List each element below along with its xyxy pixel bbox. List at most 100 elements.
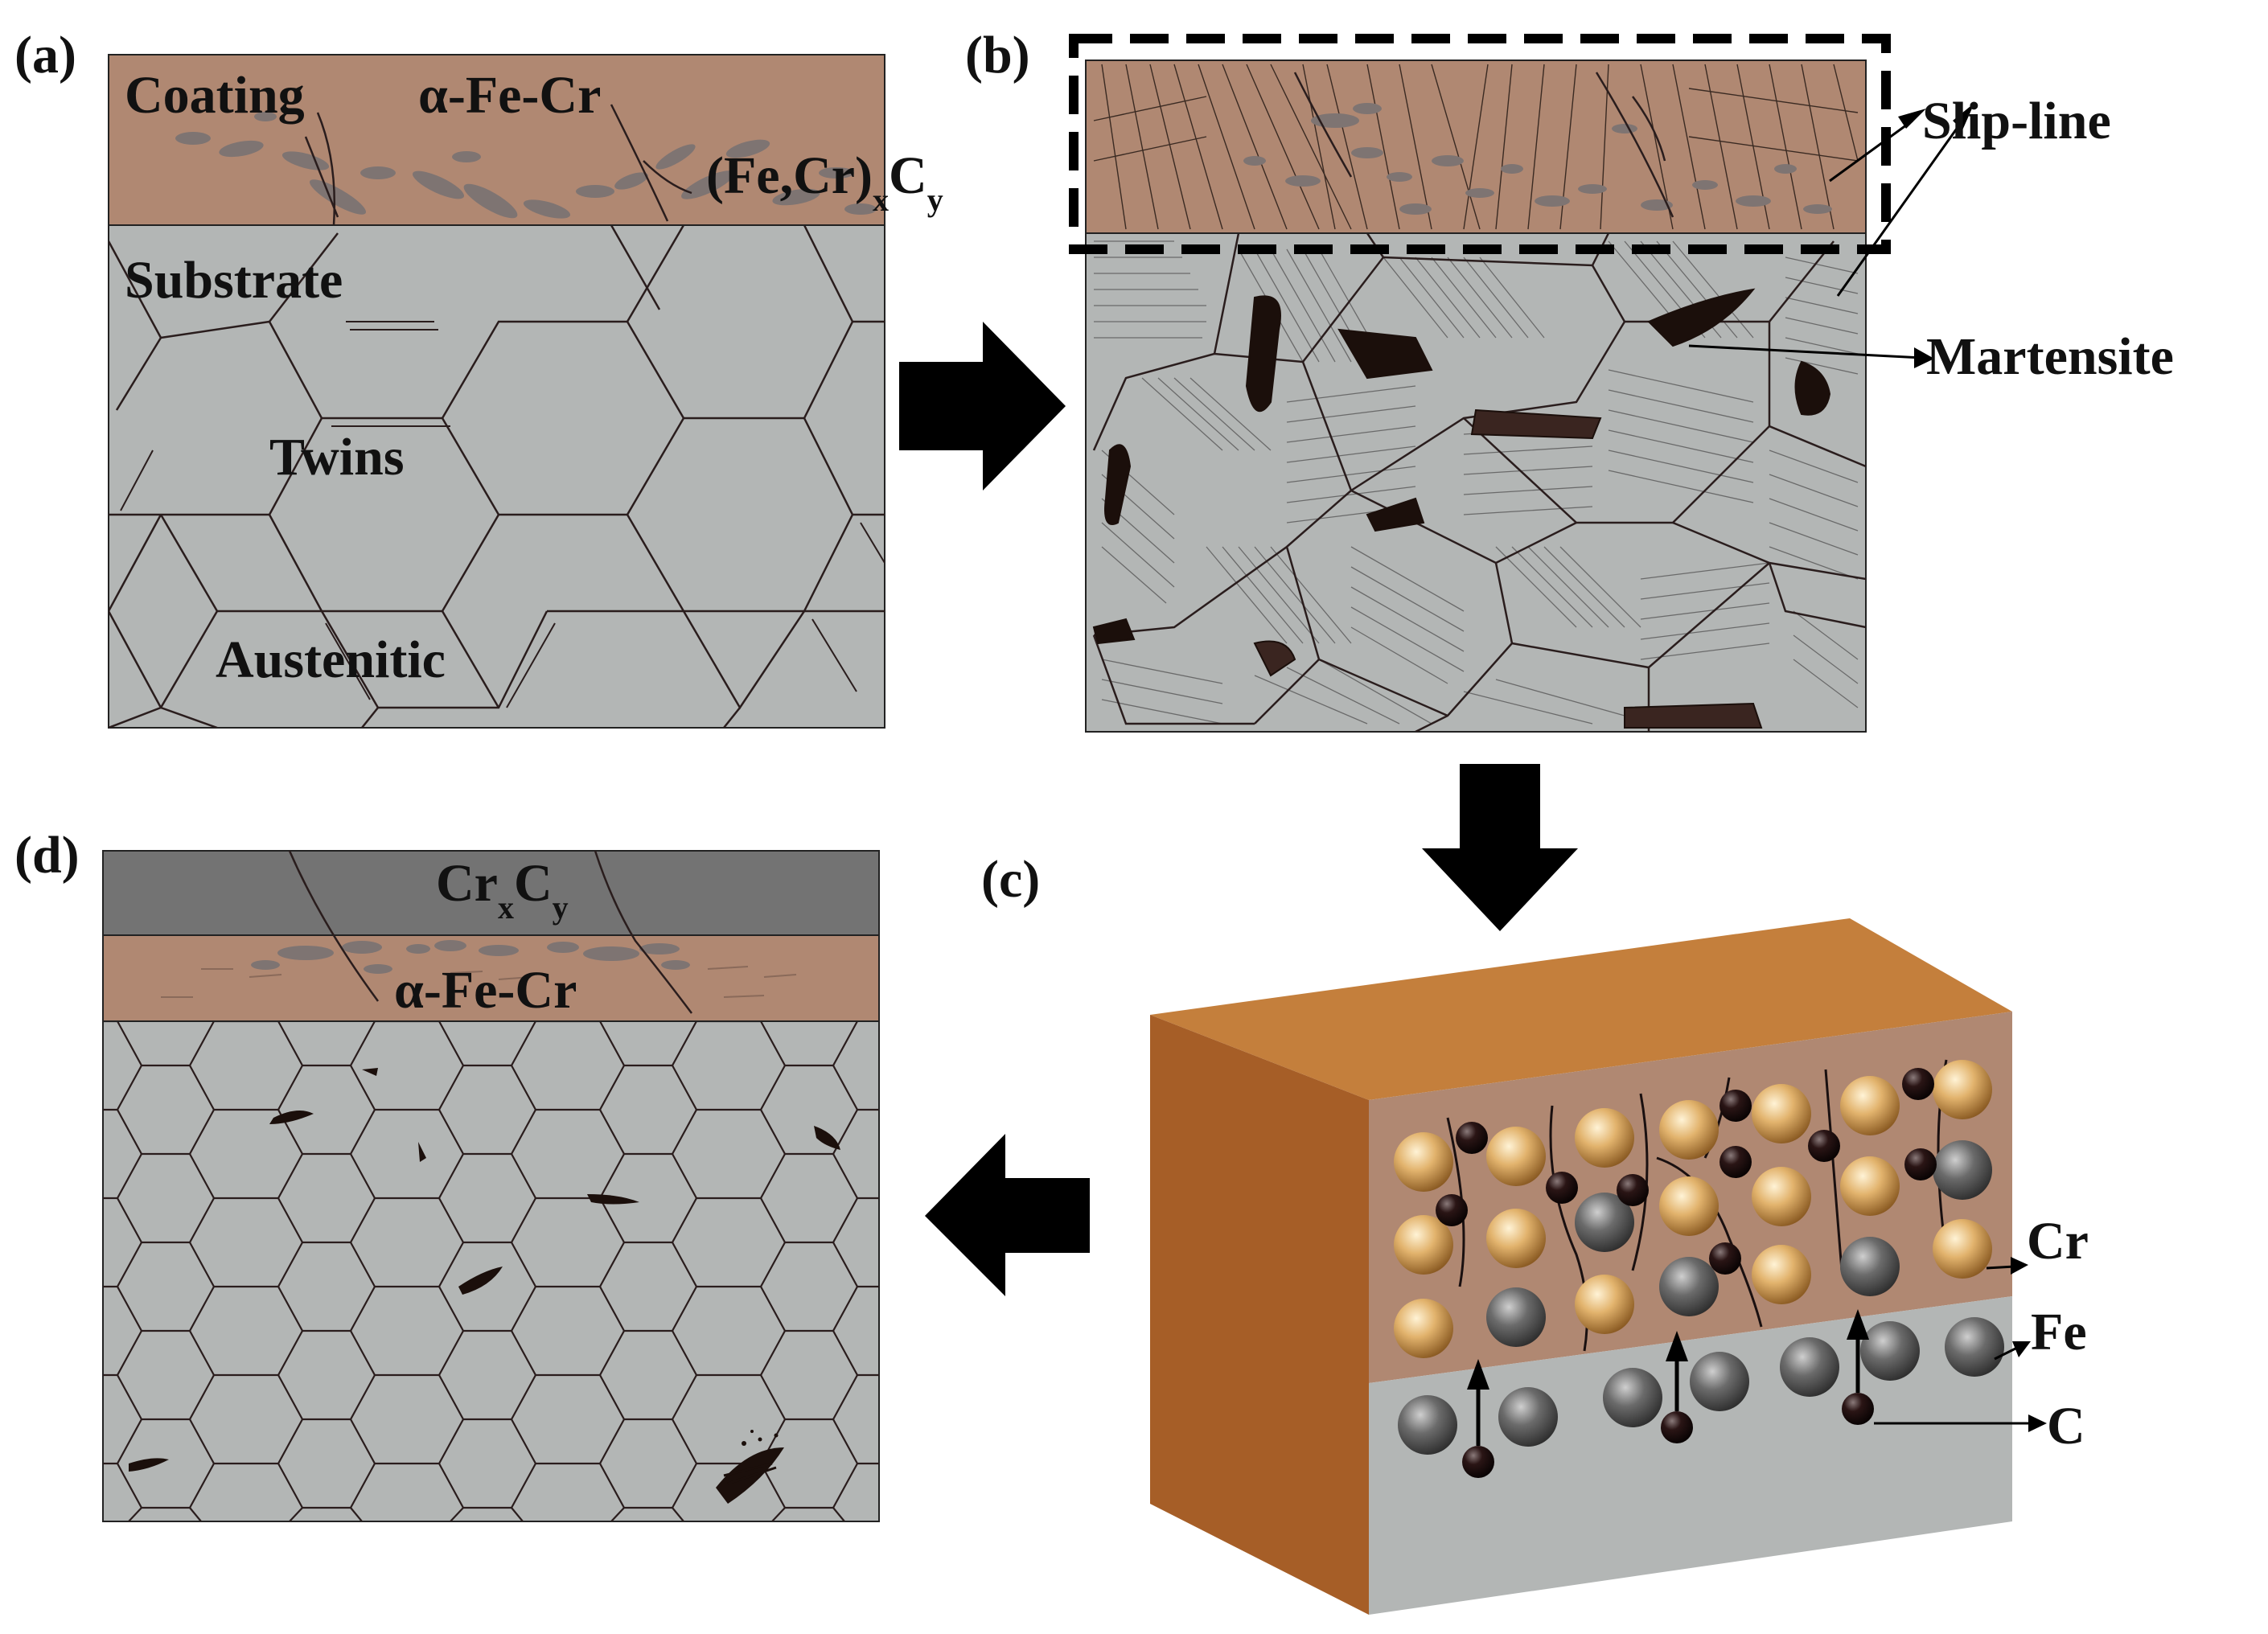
twins-label: Twins [269, 428, 405, 487]
fe-atom [1498, 1387, 1558, 1447]
grain-boundary [109, 514, 162, 612]
panel-c-leader-lines [1874, 1257, 2047, 1432]
cr-atom [1752, 1167, 1811, 1226]
cube-atoms [1394, 1060, 2004, 1478]
panel-d-cracks [288, 850, 692, 1014]
fe-atom [1933, 1140, 1992, 1200]
crxcy-cr: Cr [436, 854, 498, 913]
c-atom [1904, 1148, 1937, 1180]
c-atom [1709, 1242, 1741, 1275]
cr-atom [1486, 1127, 1546, 1186]
fe-atom [1398, 1395, 1457, 1455]
cube-top-face [1150, 918, 2012, 1100]
panel-d-alpha-dashes [161, 966, 797, 998]
slip-line-label: Slip-line [1922, 92, 2111, 150]
panel-d-martensite [129, 1068, 840, 1504]
cr-atom [1486, 1209, 1546, 1268]
cube-front-substrate [1369, 1296, 2012, 1615]
panel-d-alpha-label: α-Fe-Cr [394, 961, 577, 1020]
crxcy-label: CrxCy [436, 854, 569, 926]
cr-atom [1394, 1132, 1453, 1192]
coating-label: Coating [125, 66, 305, 125]
cr-atom [1840, 1156, 1900, 1216]
c-atom [1456, 1122, 1488, 1154]
cr-atom [1752, 1245, 1811, 1304]
crxcy-sub-x: x [498, 889, 514, 926]
cr-atom [1933, 1060, 1992, 1119]
cr-atom [1575, 1275, 1634, 1334]
substrate-label: Substrate [125, 251, 343, 310]
panel-b-coating-slip-lines [1093, 64, 1859, 230]
panel-a-label: (a) [14, 26, 76, 84]
grain-boundary [268, 417, 500, 613]
carbide-main: (Fe,Cr) [706, 146, 873, 205]
martensite-label: Martensite [1926, 327, 2174, 386]
grain-boundary [320, 610, 549, 709]
panel-d-carbide-layer [102, 850, 880, 936]
grain-boundary [109, 320, 323, 516]
panel-d: (d) CrxCy α-Fe-Cr [14, 826, 880, 1522]
panel-a-precipitates [175, 112, 877, 219]
grain-boundary [109, 610, 162, 728]
fe-atom [1690, 1352, 1749, 1411]
grain-boundary [441, 320, 685, 516]
grain-boundary [269, 232, 339, 322]
carbide-c: C [889, 146, 927, 205]
panel-d-grains [103, 1021, 879, 1521]
carbide-sub-y: y [927, 182, 943, 218]
panel-a-cracks [304, 104, 692, 226]
panel-b-martensite [1092, 288, 1831, 729]
c-atom [1808, 1130, 1840, 1162]
cr-atom [1659, 1176, 1719, 1236]
fe-label: Fe [2031, 1303, 2087, 1361]
cr-atom [1659, 1100, 1719, 1160]
twin-line [120, 450, 154, 511]
twin-line [860, 522, 885, 564]
panel-d-precipitates [251, 940, 690, 974]
fe-atom [1486, 1287, 1546, 1347]
panel-b-substrate [1085, 232, 1867, 733]
panel-b: (b) Slip-line Martensite [965, 26, 2174, 733]
panel-b-coating-precipitates [1243, 103, 1832, 215]
c-label: C [2047, 1397, 2085, 1455]
panel-b-leader-lines [1688, 119, 1964, 359]
fe-atom [1603, 1368, 1662, 1427]
cr-atom [1575, 1108, 1634, 1168]
grain-boundary [723, 707, 741, 728]
carbide-label: (Fe,Cr)xCy [706, 146, 943, 218]
fe-atom [1945, 1317, 2004, 1377]
grain-boundary [441, 610, 500, 708]
arrow-c-to-d [925, 1134, 1090, 1296]
c-atom [1719, 1146, 1752, 1178]
arrow-a-to-b [899, 322, 1066, 491]
cr-atom [1394, 1215, 1453, 1275]
arrow-b-to-c [1422, 764, 1578, 931]
carbon-diffusion-arrows [1467, 1309, 1869, 1446]
grain-boundary [610, 225, 661, 310]
panel-c-label: (c) [981, 850, 1040, 909]
c-atom [1436, 1194, 1468, 1226]
panel-a-grain-boundaries [109, 225, 885, 728]
c-atom [1719, 1090, 1752, 1122]
panel-d-label: (d) [14, 826, 80, 885]
c-atom [1462, 1446, 1494, 1478]
panel-a: (a) Coating α-Fe-Cr (Fe,Cr)xCy Substrate… [14, 26, 943, 729]
fe-atom [1575, 1193, 1634, 1252]
twin-line [506, 622, 556, 708]
grain-boundary [361, 707, 379, 728]
panel-b-grain-boundaries [1092, 233, 1866, 732]
c-atom [1902, 1068, 1934, 1100]
grain-boundary [684, 225, 854, 420]
crxcy-c: C [514, 854, 553, 913]
cr-atom [1933, 1219, 1992, 1279]
cr-label: Cr [2027, 1212, 2089, 1271]
twin-line [811, 618, 857, 692]
panel-c: (c) Cr Fe C [981, 850, 2089, 1615]
c-atom [1661, 1411, 1693, 1443]
cr-atom [1752, 1084, 1811, 1143]
highlight-dashed-box [1069, 34, 1891, 254]
cube-left-face [1150, 1015, 1369, 1615]
fe-atom [1659, 1257, 1719, 1316]
cr-atom [1840, 1076, 1900, 1135]
